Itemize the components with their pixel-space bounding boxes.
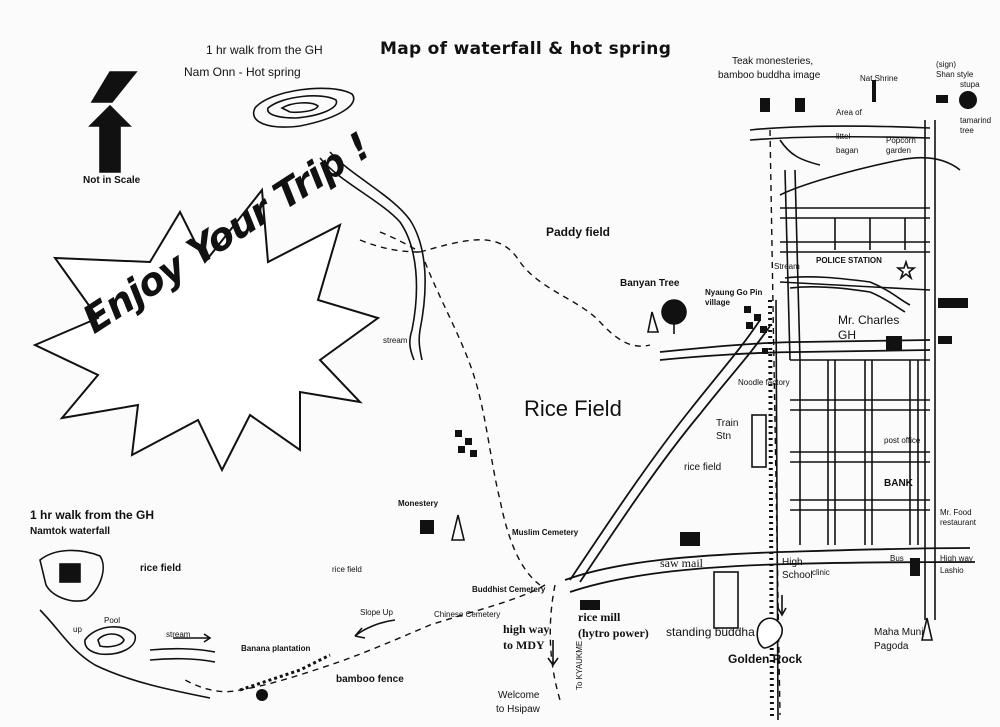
rice-field-mid-label: rice field	[684, 462, 722, 473]
roads	[564, 319, 976, 593]
town-grid	[749, 120, 961, 620]
shan-stupa-label: Shan style	[936, 70, 974, 79]
little-bagan-label-2: bagan	[836, 146, 859, 155]
rice-field-left-2-label: rice field	[332, 565, 362, 574]
popcorn-label-2: garden	[886, 146, 911, 155]
hot-spring-label: Nam Onn - Hot spring	[184, 65, 301, 79]
to-mdy-label: to MDY	[503, 638, 545, 652]
standing-buddha-label: standing buddha	[666, 625, 755, 639]
police-star-icon	[895, 259, 917, 281]
popcorn-label: Popcorn	[886, 136, 916, 145]
golden-rock-label: Golden Rock	[728, 652, 803, 666]
monastery-label: Monestery	[398, 499, 439, 508]
little-bagan-label: littel	[836, 132, 851, 141]
hot-spring-walk: 1 hr walk from the GH	[206, 43, 323, 57]
hydro-power-label: (hytro power)	[578, 626, 649, 640]
up-label: up	[73, 625, 82, 634]
bamboo-fence-label: bamboo fence	[336, 674, 404, 685]
restaurant-label: restaurant	[940, 518, 977, 527]
banyan-tree-label: Banyan Tree	[620, 278, 680, 289]
golden-rock-icon	[756, 617, 783, 649]
banana-plantation-label: Banana plantation	[241, 644, 311, 653]
bank-label: BANK	[884, 478, 913, 489]
walking-trails	[184, 129, 781, 716]
north-arrow-shaft-icon	[88, 104, 132, 173]
buddhist-cemetery-label: Buddhist Cemetery	[472, 585, 546, 594]
building-clusters	[256, 80, 977, 701]
tamarind-label: tamarind	[960, 116, 992, 125]
enjoy-starburst	[32, 187, 381, 473]
waterfall-area	[39, 549, 216, 699]
stream-right-label: Stream	[774, 262, 800, 271]
clinic-label: clinic	[812, 568, 830, 577]
pagoda-label: Pagoda	[874, 641, 909, 652]
sign-label: (sign)	[936, 60, 957, 69]
map-title: Map of waterfall & hot spring	[380, 39, 672, 59]
rice-field-main-label: Rice Field	[524, 396, 622, 421]
mr-food-label: Mr. Food	[940, 508, 972, 517]
highway-lashio-label: High way	[940, 554, 973, 563]
post-office-label: post office	[884, 436, 921, 445]
welcome-label: Welcome	[498, 690, 540, 701]
school-label: School	[782, 570, 813, 581]
station-label: Stn	[716, 431, 732, 442]
mr-charles-gh-label: GH	[838, 328, 856, 342]
teak-label: Teak monesteries,	[732, 56, 814, 67]
stream-bottom-label: stream	[166, 630, 191, 639]
railway	[768, 299, 774, 721]
to-hsipaw-label: to Hsipaw	[496, 704, 540, 715]
chinese-cemetery-label: Chinese Cemetery	[434, 610, 501, 619]
slope-up-label: Slope Up	[360, 608, 393, 617]
paddy-field-label: Paddy field	[546, 225, 611, 239]
mr-charles-label: Mr. Charles	[838, 313, 900, 327]
nyaung-label: Nyaung Go Pin	[705, 288, 763, 297]
rice-field-left-label: rice field	[140, 563, 182, 574]
tamarind-label-2: tree	[960, 126, 974, 135]
muslim-cemetery-label: Muslim Cemetery	[512, 528, 579, 537]
lashio-label: Lashio	[940, 566, 964, 575]
high-school-label: High	[782, 557, 803, 568]
police-station-label: POLICE STATION	[816, 256, 882, 265]
village-label: village	[705, 298, 730, 307]
waterfall-label: Namtok waterfall	[30, 526, 111, 537]
area-of-label: Area of	[836, 108, 862, 117]
nat-shrine-label: Nat Shrine	[860, 74, 898, 83]
waterfall-walk: 1 hr walk from the GH	[30, 508, 155, 522]
to-kyaukme-label: To KYAUKME	[575, 640, 584, 690]
shan-stupa-label-2: stupa	[960, 80, 980, 89]
maha-muni-label: Maha Muni	[874, 627, 924, 638]
scale-note: Not in Scale	[83, 175, 141, 186]
train-station-icon	[751, 414, 767, 468]
river	[319, 157, 418, 361]
bus-label: Bus	[890, 554, 904, 563]
rice-mill-label: rice mill	[578, 610, 621, 624]
saw-mill-label: saw mail	[660, 556, 703, 570]
hot-spring-contours	[252, 87, 355, 128]
stream-left-label: stream	[383, 336, 408, 345]
train-label: Train	[716, 418, 739, 429]
highway-mdy-label: high way	[503, 622, 550, 636]
noodle-factory-label: Noodle factory	[738, 378, 790, 387]
north-arrow-icon	[90, 71, 138, 103]
pool-label: Pool	[104, 616, 121, 625]
bamboo-buddha-label: bamboo buddha image	[718, 70, 821, 81]
